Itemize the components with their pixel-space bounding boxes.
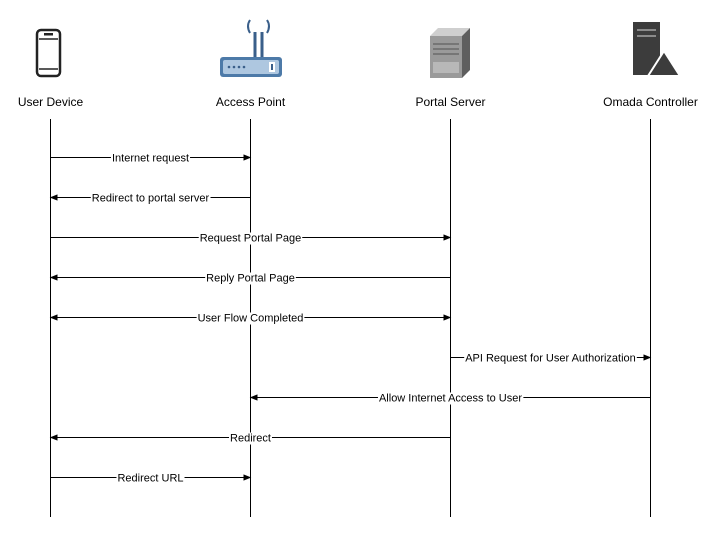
message-label: Redirect to portal server xyxy=(92,193,210,205)
message-3: Request Portal Page xyxy=(50,232,452,245)
message-label: Redirect xyxy=(230,433,271,445)
router-icon xyxy=(220,19,282,77)
actor-label-ap: Access Point xyxy=(216,95,286,109)
message-label: Reply Portal Page xyxy=(206,273,295,285)
message-label: Allow Internet Access to User xyxy=(379,393,522,405)
message-9: Redirect URL xyxy=(50,472,252,485)
message-label: User Flow Completed xyxy=(198,313,304,325)
message-2: Redirect to portal server xyxy=(49,192,251,205)
controller-icon xyxy=(633,22,682,77)
message-label-background xyxy=(116,472,185,485)
message-label: Redirect URL xyxy=(117,473,183,485)
server-icon xyxy=(430,28,470,78)
message-label-background xyxy=(90,192,211,205)
message-label: API Request for User Authorization xyxy=(465,353,636,365)
message-label-background xyxy=(377,392,524,405)
smartphone-icon xyxy=(35,28,62,78)
message-label-background xyxy=(205,272,296,285)
message-6: API Request for User Authorization xyxy=(450,352,652,365)
message-label-background xyxy=(198,232,303,245)
actor-label-user: User Device xyxy=(18,95,84,109)
message-label: Internet request xyxy=(112,153,189,165)
message-label-background xyxy=(464,352,637,365)
message-8: Redirect xyxy=(49,432,451,445)
message-label-background xyxy=(110,152,191,165)
message-4: Reply Portal Page xyxy=(49,272,451,285)
message-7: Allow Internet Access to User xyxy=(249,392,651,405)
message-5: User Flow Completed xyxy=(49,312,452,325)
actor-label-omada: Omada Controller xyxy=(603,95,698,109)
message-1: Internet request xyxy=(50,152,252,165)
message-label: Request Portal Page xyxy=(200,233,302,245)
message-label-background xyxy=(196,312,305,325)
actor-label-portal: Portal Server xyxy=(415,95,485,109)
message-label-background xyxy=(229,432,272,445)
